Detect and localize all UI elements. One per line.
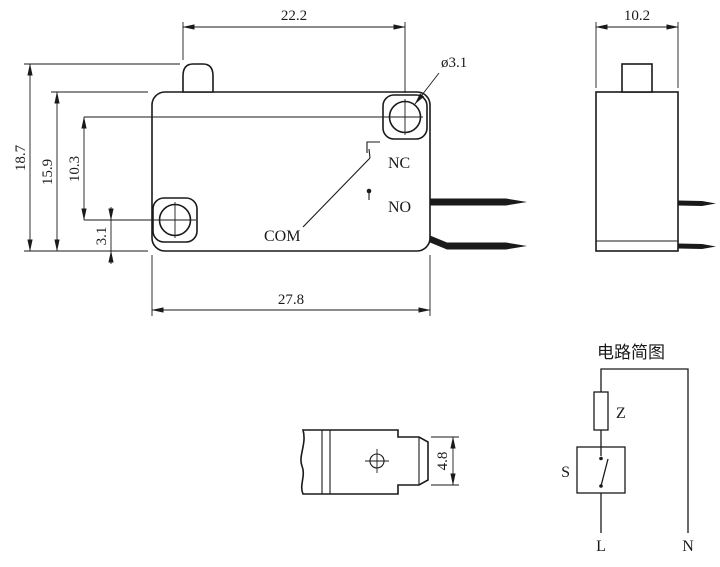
dim-side-width: 10.2 <box>595 8 679 88</box>
side-terminal-upper <box>678 200 716 206</box>
plunger <box>182 63 214 93</box>
side-body <box>595 91 679 252</box>
terminal-blade-upper <box>430 198 527 206</box>
nc-label: NC <box>388 155 410 172</box>
no-label: NO <box>388 199 411 216</box>
dim-bottom-width-text: 27.8 <box>278 292 304 308</box>
circuit-diagram: 电路简图 Z S L N <box>561 343 694 555</box>
switch-fixed-contact-dot <box>599 456 603 461</box>
dim-total-height: 18.7 <box>13 63 180 252</box>
lever <box>302 157 371 228</box>
dim-body-height-text: 15.9 <box>40 159 56 185</box>
z-label: Z <box>616 405 626 422</box>
no-contact-dot <box>366 188 372 194</box>
dim-hole-spacing: 10.3 <box>67 116 87 221</box>
dim-hole-diameter-text: ø3.1 <box>441 55 467 71</box>
lever-tip <box>368 148 371 159</box>
com-label: COM <box>264 228 300 245</box>
contact-mechanism <box>302 141 380 228</box>
nc-fixed-contact <box>366 141 380 153</box>
terminal-blade-lower <box>430 235 527 250</box>
front-view: NC NO COM <box>84 63 527 252</box>
dim-bottom-width: 27.8 <box>151 255 431 316</box>
dim-total-height-text: 18.7 <box>13 144 29 171</box>
dim-detail-height-text: 4.8 <box>435 452 451 471</box>
switch-body <box>151 91 431 252</box>
dim-hole-diameter: ø3.1 <box>414 55 467 105</box>
side-terminal-lower <box>678 243 716 249</box>
switch-blade <box>600 458 609 487</box>
dim-hole-offset-text: 3.1 <box>94 227 110 246</box>
dim-top-width: 22.2 <box>182 8 406 93</box>
wire-top-and-neutral <box>600 368 689 533</box>
dim-detail-height: 4.8 <box>431 436 459 486</box>
terminal-detail-view: 4.8 <box>300 429 459 495</box>
s-label: S <box>561 464 570 481</box>
n-label: N <box>682 538 694 555</box>
side-plunger <box>621 63 653 93</box>
side-view: 10.2 <box>595 8 716 252</box>
dim-hole-spacing-text: 10.3 <box>67 156 83 182</box>
dim-side-width-text: 10.2 <box>624 8 650 24</box>
detail-outline <box>300 429 429 495</box>
circuit-title: 电路简图 <box>597 343 665 362</box>
l-label: L <box>596 538 606 555</box>
dim-hole-offset: 3.1 <box>94 207 114 264</box>
front-view-dimensions: 22.2 18.7 15.9 10.3 3.1 ø <box>13 8 467 316</box>
dim-body-height: 15.9 <box>40 91 148 252</box>
dim-top-width-text: 22.2 <box>281 8 307 24</box>
load-resistor-symbol <box>593 391 609 431</box>
leader-line <box>414 72 440 105</box>
